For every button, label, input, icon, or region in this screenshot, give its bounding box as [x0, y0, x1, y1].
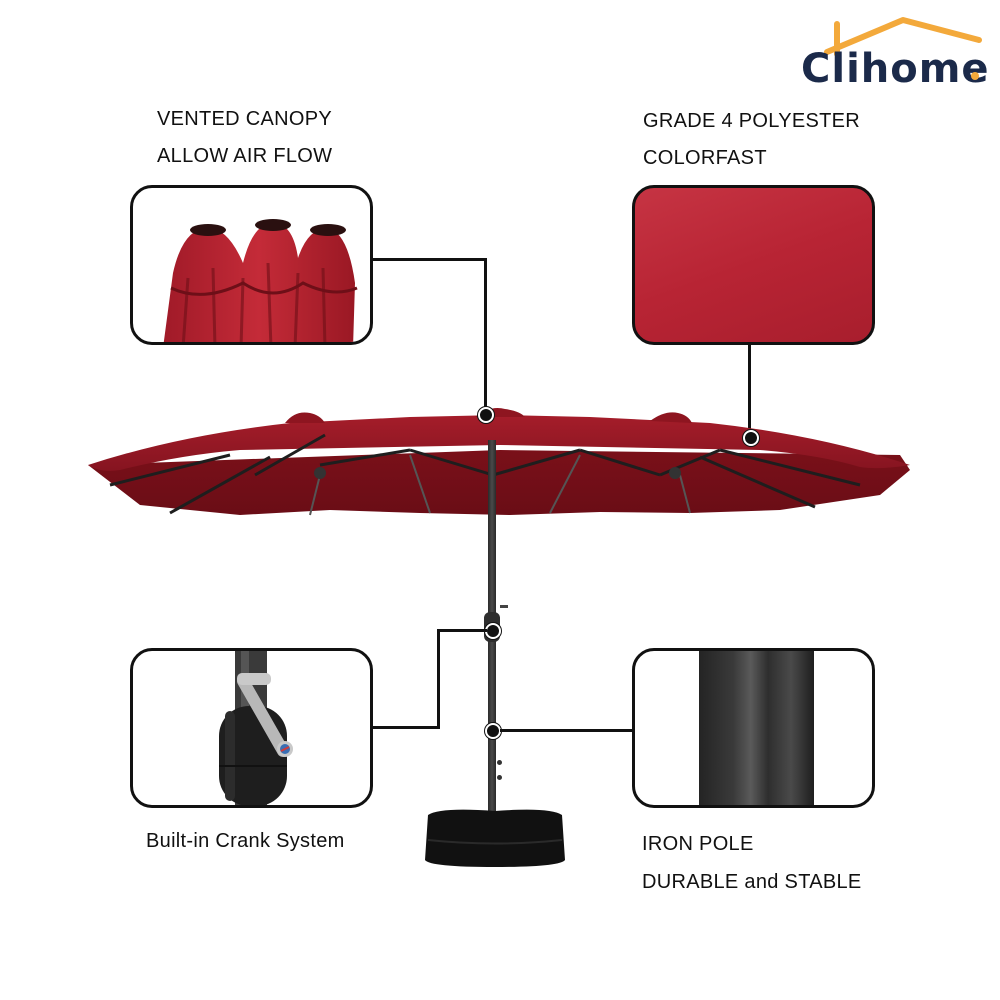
connector-line [437, 629, 487, 632]
connector-line [484, 258, 487, 413]
polyester-fabric-image [632, 185, 875, 345]
iron-pole-subtitle: DURABLE and STABLE [642, 871, 862, 893]
crank-handle [500, 605, 508, 608]
umbrella-canopy [88, 408, 910, 516]
connector-line [437, 629, 440, 729]
vented-canopy-illustration [163, 219, 358, 342]
iron-pole-texture [699, 651, 814, 805]
pole-marker [485, 723, 501, 739]
brand-logo: Clihome [795, 10, 995, 92]
polyester-title: GRADE 4 POLYESTER [643, 110, 861, 132]
iron-pole-title: IRON POLE [642, 833, 754, 855]
crank-illustration [219, 651, 293, 805]
polyester-subtitle: COLORFAST [643, 147, 767, 169]
pole-knob [497, 775, 502, 780]
logo-dot [971, 72, 979, 80]
crank-marker [485, 623, 501, 639]
logo-text: Clihome [801, 46, 990, 92]
connector-line [373, 726, 440, 729]
vented-canopy-image [130, 185, 373, 345]
vented-canopy-subtitle: ALLOW AIR FLOW [157, 145, 333, 167]
crank-system-image [130, 648, 373, 808]
pole-knob [497, 760, 502, 765]
canopy-fabric-marker [743, 430, 759, 446]
connector-line [500, 729, 633, 732]
iron-pole-image [632, 648, 875, 808]
connector-line [373, 258, 486, 261]
roof-icon [824, 17, 982, 56]
crank-system-label: Built-in Crank System [146, 830, 345, 852]
connector-line [748, 345, 751, 435]
umbrella-base [425, 809, 565, 867]
canopy-vent-marker [478, 407, 494, 423]
vented-canopy-title: VENTED CANOPY [157, 108, 333, 130]
